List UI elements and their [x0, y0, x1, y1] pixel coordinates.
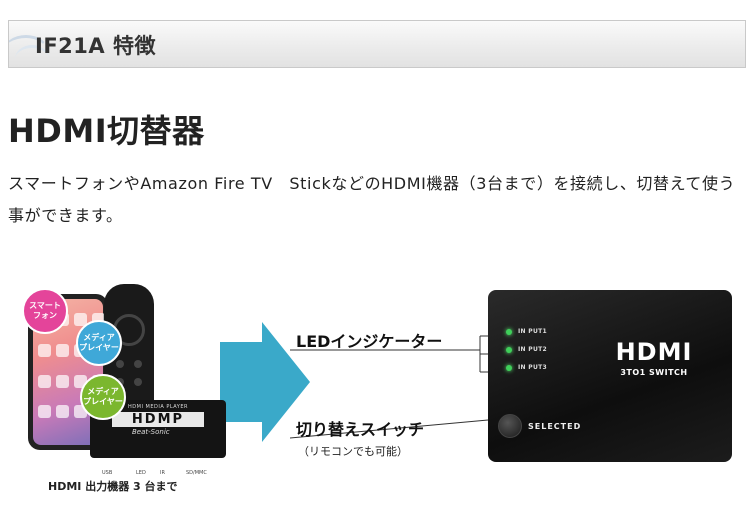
- description-text: スマートフォンやAmazon Fire TV StickなどのHDMI機器（3台…: [8, 174, 736, 225]
- header-decoration: [9, 35, 49, 67]
- port-label: IR: [160, 470, 165, 476]
- callout-switch-note: （リモコンでも可能）: [298, 445, 408, 458]
- led-icon: [506, 346, 512, 353]
- led-icon: [506, 328, 512, 335]
- header-decoration: [15, 45, 49, 67]
- switch-model-text: 3TO1 SWITCH: [620, 368, 688, 377]
- select-button: [498, 414, 522, 438]
- callout-switch-label: 切り替えスイッチ: [296, 420, 425, 439]
- badge-label: メディア プレイヤー: [83, 387, 123, 406]
- badge-media-player: メディア プレイヤー: [80, 374, 126, 420]
- badge-label: メディア プレイヤー: [79, 333, 119, 352]
- figure-caption: HDMI 出力機器 3 台まで: [48, 480, 178, 493]
- input-label: IN PUT1: [518, 328, 547, 335]
- badge-smartphone: スマート フォン: [22, 288, 68, 334]
- page-title: HDMI切替器: [8, 112, 205, 150]
- input-indicator: IN PUT1: [506, 328, 547, 335]
- port-label: LED: [136, 470, 146, 476]
- player-brand-text: HDMI MEDIA PLAYER: [128, 404, 188, 410]
- input-label: IN PUT2: [518, 346, 547, 353]
- player-sub-text: Beat-Sonic: [132, 428, 170, 436]
- section-header: IF21A 特徴: [8, 20, 746, 68]
- product-figure: HDMI MEDIA PLAYER HDMP Beat-Sonic USB LE…: [0, 280, 756, 515]
- input-indicator: IN PUT2: [506, 346, 547, 353]
- port-label: USB: [102, 470, 113, 476]
- callout-led-label: LEDインジケーター: [296, 332, 443, 351]
- player-logo: HDMP: [112, 412, 204, 427]
- input-indicator: IN PUT3: [506, 364, 547, 371]
- hdmi-switch-image: IN PUT1 IN PUT2 IN PUT3 HDMI 3TO1 SWITCH…: [488, 290, 732, 462]
- input-label: IN PUT3: [518, 364, 547, 371]
- led-icon: [506, 364, 512, 371]
- port-label: SD/MMC: [186, 470, 207, 476]
- badge-label: スマート フォン: [29, 301, 61, 320]
- hdmi-logo: HDMI: [615, 338, 693, 366]
- section-title: IF21A 特徴: [35, 34, 156, 58]
- arrow-right-icon: [220, 322, 310, 442]
- badge-media-player: メディア プレイヤー: [76, 320, 122, 366]
- select-button-label: SELECTED: [528, 422, 582, 431]
